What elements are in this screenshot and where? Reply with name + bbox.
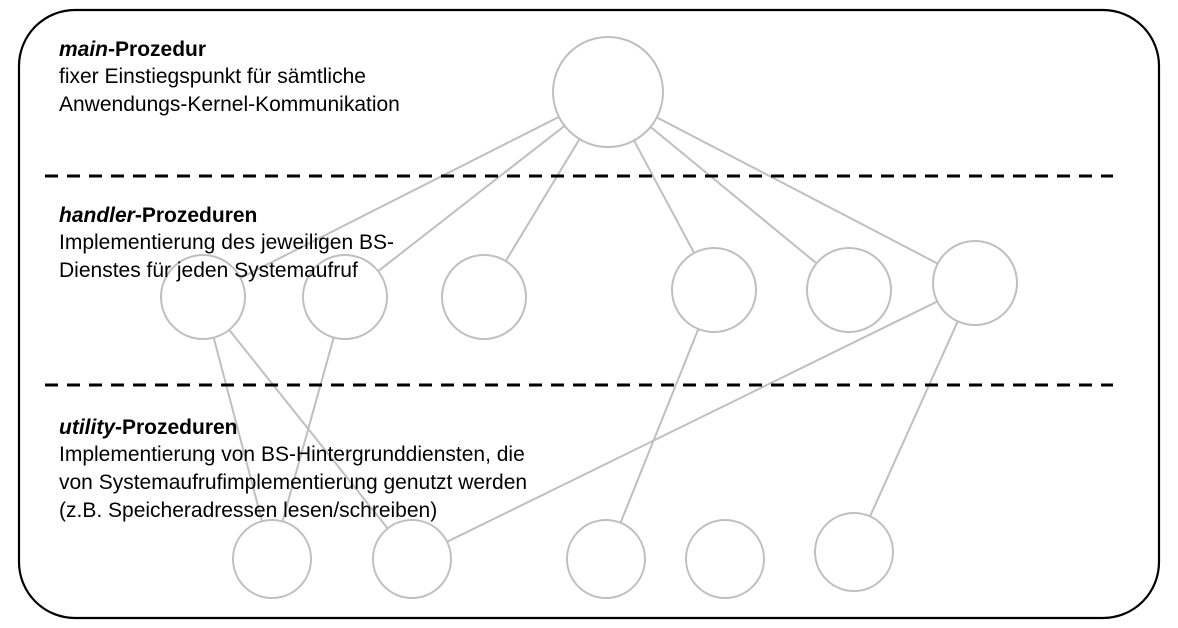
section-description-utility: Implementierung von BS-Hintergrunddienst…	[59, 443, 528, 522]
node-handler-h3	[441, 254, 527, 340]
edges-layer	[212, 115, 959, 543]
diagram-frame	[17, 8, 1161, 620]
edge-m1-h6	[656, 116, 939, 265]
section-title-handler: handler-Prozeduren	[59, 202, 394, 229]
node-main-m1	[552, 36, 664, 148]
edge-h1-u1	[212, 337, 264, 522]
section-term-utility: utility	[59, 416, 115, 439]
edge-m1-h4	[633, 140, 696, 254]
section-term-suffix-main: -Prozedur	[108, 38, 207, 61]
section-title-utility: utility-Prozeduren	[59, 414, 527, 441]
edge-m1-h1	[240, 115, 560, 279]
section-term-suffix-handler: -Prozeduren	[134, 204, 258, 227]
edge-h6-u2	[446, 300, 938, 543]
node-utility-u4	[685, 519, 765, 599]
edge-m1-h2	[377, 125, 566, 272]
section-label-main: main-Prozedur fixer Einstiegspunkt für s…	[59, 36, 400, 119]
node-utility-u5	[814, 512, 894, 592]
section-term-main: main	[59, 38, 109, 61]
nodes-layer	[160, 36, 1018, 599]
section-label-utility: utility-Prozeduren Implementierung von B…	[59, 414, 527, 525]
edge-h6-u5	[869, 320, 959, 517]
node-handler-h5	[806, 247, 892, 333]
section-title-main: main-Prozedur	[59, 36, 400, 63]
node-handler-h2	[302, 254, 388, 340]
section-term-suffix-utility: -Prozeduren	[115, 416, 238, 439]
section-description-main: fixer Einstiegspunkt für sämtliche Anwen…	[59, 65, 400, 116]
section-label-handler: handler-Prozeduren Implementierung des j…	[59, 202, 394, 285]
section-term-handler: handler	[59, 204, 135, 227]
edge-h4-u3	[619, 328, 700, 524]
node-handler-h1	[160, 254, 246, 340]
node-utility-u2	[372, 519, 452, 599]
node-handler-h6	[932, 240, 1018, 326]
node-utility-u3	[566, 519, 646, 599]
edge-h2-u1	[281, 337, 335, 522]
node-utility-u1	[232, 519, 312, 599]
edge-m1-h3	[504, 138, 581, 262]
node-handler-h4	[671, 247, 757, 333]
separators-layer	[45, 174, 1113, 387]
section-description-handler: Implementierung des jeweiligen BS- Diens…	[59, 231, 395, 282]
edge-m1-h5	[649, 126, 818, 265]
